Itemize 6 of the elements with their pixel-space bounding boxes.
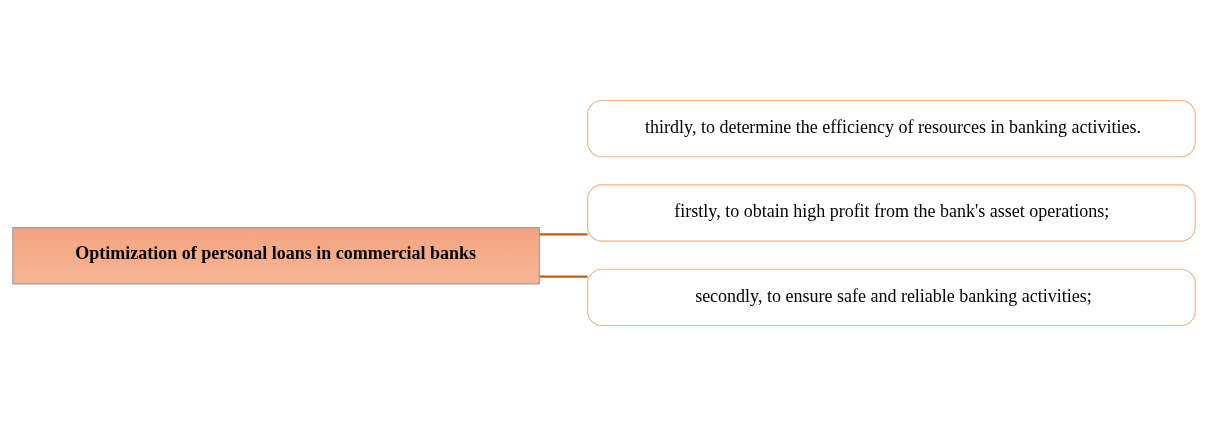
connector	[539, 233, 588, 236]
node-box: Optimization of personal loans in commercial banks	[12, 227, 540, 285]
node-box: thirdly, to determine the efficiency of resources in banking activities.	[587, 99, 1196, 158]
node-box: firstly, to obtain high profit from the bank's asset operations;	[587, 184, 1196, 242]
node-box: secondly, to ensure safe and reliable banking activities;	[587, 268, 1196, 327]
connector	[539, 275, 588, 278]
